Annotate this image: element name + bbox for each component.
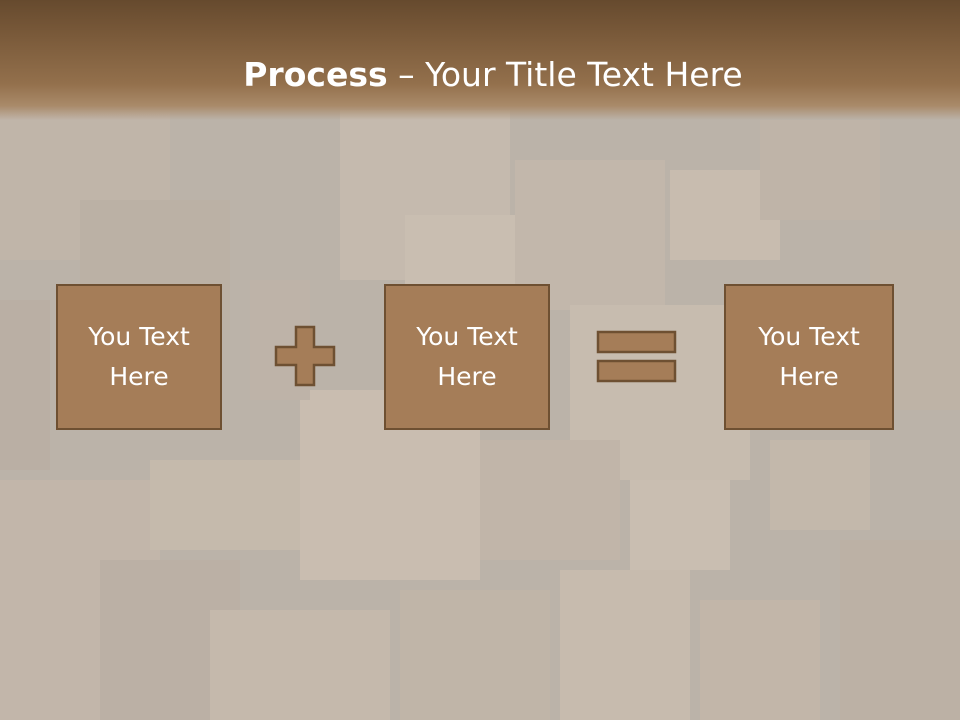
process-box-3-text: You Text Here	[758, 322, 860, 391]
title-bold: Process	[243, 55, 388, 94]
process-box-1[interactable]: You Text Here	[56, 284, 222, 430]
equals-icon	[596, 330, 677, 383]
process-box-2-text: You Text Here	[416, 322, 518, 391]
process-box-3[interactable]: You Text Here	[724, 284, 894, 430]
title-bar	[0, 0, 960, 120]
plus-icon	[274, 325, 336, 387]
process-box-2[interactable]: You Text Here	[384, 284, 550, 430]
slide-title: Process – Your Title Text Here	[0, 52, 960, 98]
title-rest: – Your Title Text Here	[387, 55, 743, 94]
process-box-1-text: You Text Here	[88, 322, 190, 391]
